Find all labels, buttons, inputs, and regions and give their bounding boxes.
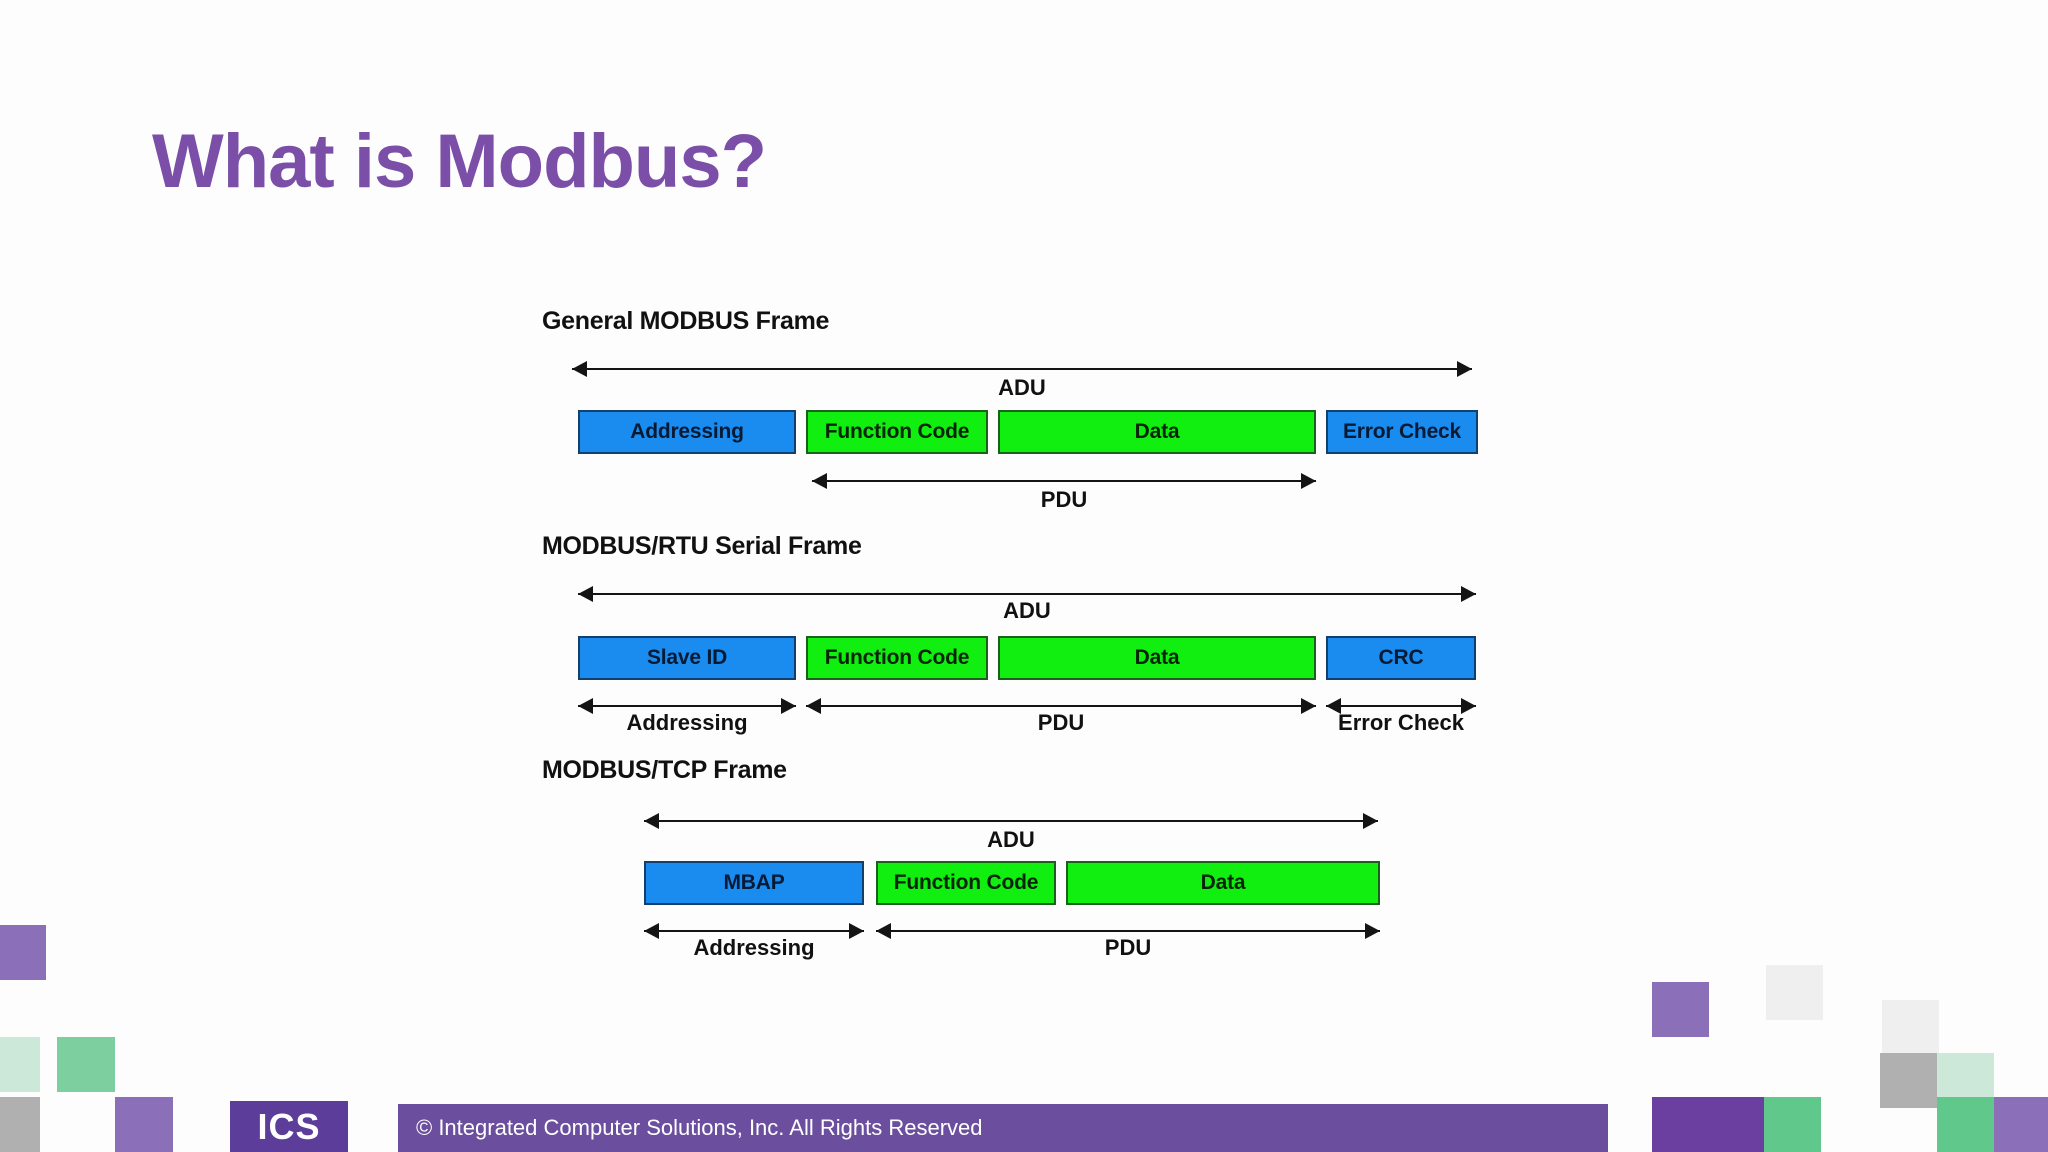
arrow-line	[644, 820, 1378, 822]
arrow-head-left	[806, 698, 821, 714]
pdu-label-tcp: PDU	[1104, 935, 1152, 960]
addressing-arrow-tcp	[644, 920, 864, 942]
decor-square	[1652, 982, 1709, 1037]
copyright-text: © Integrated Computer Solutions, Inc. Al…	[416, 1115, 983, 1140]
addressing-label-rtu: Addressing	[626, 710, 748, 735]
decor-square	[1652, 1097, 1764, 1152]
arrow-head-left	[644, 813, 659, 829]
cell-data-rtu: Data	[998, 636, 1316, 680]
pdu-arrow-tcp	[876, 920, 1380, 942]
arrow-head-right	[849, 923, 864, 939]
ics-logo: ICS	[230, 1101, 348, 1152]
decor-square	[0, 925, 46, 980]
frame-title-rtu: MODBUS/RTU Serial Frame	[542, 532, 862, 560]
addressing-label-tcp: Addressing	[693, 935, 815, 960]
frame-title-tcp: MODBUS/TCP Frame	[542, 756, 787, 784]
arrow-line	[806, 705, 1316, 707]
arrow-line	[644, 930, 864, 932]
error-check-arrow-rtu	[1326, 695, 1476, 717]
decor-square	[1994, 1097, 2048, 1152]
arrow-head-left	[1326, 698, 1341, 714]
arrow-line	[812, 480, 1316, 482]
footer-bar: © Integrated Computer Solutions, Inc. Al…	[398, 1104, 1608, 1152]
decor-square	[57, 1037, 115, 1092]
cell-addressing-general: Addressing	[578, 410, 796, 454]
cell-data-tcp: Data	[1066, 861, 1380, 905]
arrow-line	[578, 593, 1476, 595]
decor-square	[0, 1037, 40, 1092]
arrow-head-right	[1365, 923, 1380, 939]
decor-square	[115, 1097, 173, 1152]
arrow-line	[876, 930, 1380, 932]
arrow-head-left	[572, 361, 587, 377]
arrow-head-right	[1461, 586, 1476, 602]
pdu-label-rtu: PDU	[1037, 710, 1085, 735]
cell-function-code-rtu: Function Code	[806, 636, 988, 680]
arrow-head-left	[812, 473, 827, 489]
addressing-arrow-rtu	[578, 695, 796, 717]
adu-arrow-tcp	[644, 810, 1378, 832]
arrow-head-left	[578, 698, 593, 714]
arrow-head-right	[1461, 698, 1476, 714]
decor-square	[1937, 1097, 1994, 1152]
decor-square	[1764, 1097, 1821, 1152]
cell-function-code-general: Function Code	[806, 410, 988, 454]
arrow-head-left	[578, 586, 593, 602]
ics-logo-text: ICS	[257, 1105, 321, 1147]
pdu-arrow-rtu	[806, 695, 1316, 717]
page-title: What is Modbus?	[152, 119, 767, 204]
error-check-label-rtu: Error Check	[1338, 710, 1464, 735]
pdu-arrow-general	[812, 470, 1316, 492]
decor-square	[0, 1097, 40, 1152]
arrow-line	[578, 705, 796, 707]
adu-label-tcp: ADU	[987, 827, 1035, 852]
decor-square	[1766, 965, 1823, 1020]
adu-arrow-rtu	[578, 583, 1476, 605]
cell-crc-rtu: CRC	[1326, 636, 1476, 680]
adu-label-rtu: ADU	[1003, 598, 1051, 623]
arrow-head-right	[1363, 813, 1378, 829]
cell-mbap-tcp: MBAP	[644, 861, 864, 905]
cell-data-general: Data	[998, 410, 1316, 454]
decor-square	[1882, 1000, 1939, 1055]
adu-label-general: ADU	[998, 375, 1046, 400]
decor-square	[1880, 1053, 1937, 1108]
pdu-label-general: PDU	[1040, 487, 1088, 512]
arrow-head-right	[1301, 698, 1316, 714]
adu-arrow-general	[572, 358, 1472, 380]
arrow-head-right	[1301, 473, 1316, 489]
arrow-head-left	[876, 923, 891, 939]
cell-slave-id-rtu: Slave ID	[578, 636, 796, 680]
arrow-head-right	[781, 698, 796, 714]
cell-error-check-general: Error Check	[1326, 410, 1478, 454]
arrow-head-left	[644, 923, 659, 939]
arrow-head-right	[1457, 361, 1472, 377]
cell-function-code-tcp: Function Code	[876, 861, 1056, 905]
arrow-line	[1326, 705, 1476, 707]
arrow-line	[572, 368, 1472, 370]
frame-title-general: General MODBUS Frame	[542, 307, 830, 335]
